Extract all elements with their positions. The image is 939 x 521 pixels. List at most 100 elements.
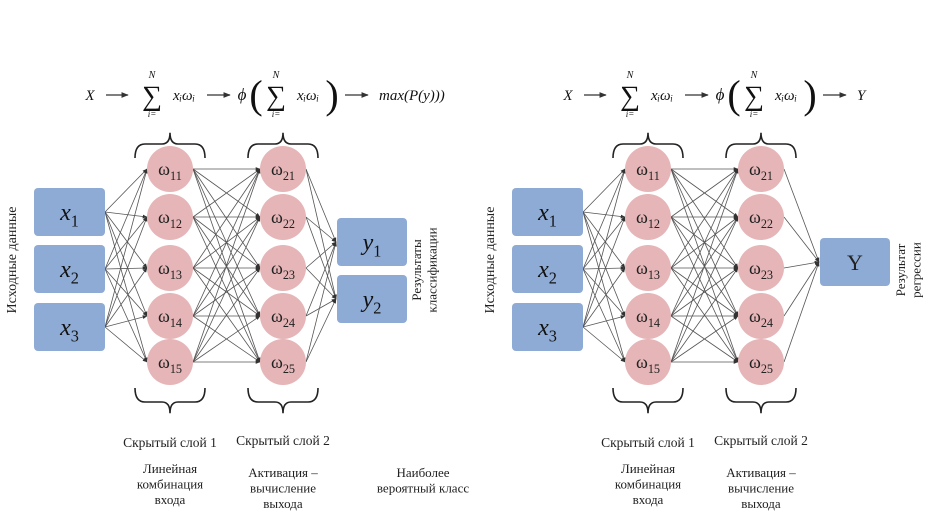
layer2-caption-line: вычисление (728, 481, 794, 496)
neuron-weight-label-subscript: 14 (170, 316, 182, 330)
output-box (337, 275, 407, 323)
neuron-weight-label-subscript: 14 (648, 316, 660, 330)
connection-arrow (582, 168, 626, 270)
formula-input: X (84, 88, 95, 104)
input-label-base: x (59, 200, 71, 226)
input-box (34, 245, 105, 293)
connection-arrow (192, 267, 261, 317)
neuron-weight-label-base: ω (636, 258, 648, 278)
neuron-circle (625, 245, 671, 291)
neuron-circle (738, 339, 784, 385)
connection-arrow (192, 168, 261, 269)
neuron-weight-label: ω21 (271, 159, 295, 183)
output-label-subscript: 2 (373, 299, 381, 318)
neuron-circle (625, 339, 671, 385)
formula-sum-term: xᵢωᵢ (650, 88, 673, 104)
neuron-weight-label: ω25 (749, 352, 773, 376)
input-box (512, 245, 583, 293)
neuron-weight-label-base: ω (271, 207, 283, 227)
output-label: Y (847, 250, 863, 275)
output-node: Y (820, 238, 890, 286)
connection-arrow (582, 267, 626, 328)
neuron-weight-label-subscript: 11 (170, 169, 182, 183)
input-node: x1 (34, 188, 105, 236)
output-axis-label-line: Результаты (409, 239, 424, 301)
connection-arrow (670, 267, 739, 363)
neuron-weight-label-subscript: 15 (170, 362, 182, 376)
neuron-weight-label-base: ω (636, 159, 648, 179)
neuron-weight-label-base: ω (636, 352, 648, 372)
connection-arrow (783, 261, 820, 317)
hidden2-neuron: ω22 (738, 194, 784, 240)
connection-arrow (783, 261, 820, 363)
neuron-weight-label-base: ω (158, 352, 170, 372)
connection-arrow (104, 326, 148, 363)
connection-arrow (192, 168, 261, 218)
hidden1-neuron: ω15 (625, 339, 671, 385)
output-label: y1 (361, 230, 382, 261)
hidden1-neuron: ω13 (625, 245, 671, 291)
input-node: x2 (34, 245, 105, 293)
neuron-weight-label-subscript: 21 (761, 169, 773, 183)
hidden1-neuron: ω12 (147, 194, 193, 240)
formula-sum-upper: N (750, 70, 759, 81)
neuron-weight-label: ω15 (636, 352, 660, 376)
connection-arrow (104, 266, 148, 271)
input-label-base: x (59, 257, 71, 283)
connection-arrow (192, 216, 261, 363)
brace-top-layer2 (725, 132, 797, 159)
connection-arrow (305, 241, 337, 269)
paren-left-icon: ( (727, 72, 740, 117)
neuron-weight-label-subscript: 24 (283, 316, 295, 330)
layer1-title: Скрытый слой 1 (601, 435, 695, 450)
formula-sum-term: xᵢωᵢ (774, 88, 797, 104)
input-label-subscript: 2 (71, 269, 79, 288)
connection-arrow (192, 267, 261, 363)
neuron-weight-label-subscript: 15 (648, 362, 660, 376)
input-label: x1 (59, 200, 79, 231)
output-axis-label-line: Результат (893, 243, 908, 296)
layer1-caption-line: Линейная (143, 461, 197, 476)
neuron-weight-label-base: ω (158, 207, 170, 227)
neuron-weight-label-base: ω (749, 258, 761, 278)
connection-arrow (582, 211, 626, 317)
neuron-weight-label-subscript: 25 (761, 362, 773, 376)
output-caption-line: Наиболее (396, 465, 449, 480)
input-label-subscript: 1 (549, 212, 557, 231)
neuron-weight-label: ω11 (158, 159, 182, 183)
connection-arrow (104, 268, 148, 363)
input-box (512, 303, 583, 351)
hidden1-neuron: ω12 (625, 194, 671, 240)
connection-arrow (582, 216, 626, 270)
neuron-weight-label-base: ω (749, 306, 761, 326)
layer1-caption-line: комбинация (137, 477, 203, 492)
connection-arrow (104, 315, 148, 328)
formula-input: X (562, 88, 573, 104)
connection-arrow (670, 168, 739, 218)
output-caption-line: вероятный класс (377, 481, 469, 496)
formula-sum-upper: N (626, 70, 635, 81)
neuron-weight-label-base: ω (158, 159, 170, 179)
neuron-circle (738, 293, 784, 339)
layer2-caption-line: вычисление (250, 481, 316, 496)
neuron-weight-label-base: ω (271, 306, 283, 326)
neuron-weight-label-base: ω (271, 258, 283, 278)
neuron-weight-label: ω23 (271, 258, 295, 282)
connection-arrow (670, 168, 739, 269)
paren-right-icon: ) (325, 72, 338, 117)
input-label-base: x (59, 315, 71, 341)
connection-arrow (192, 168, 261, 363)
neuron-weight-label: ω13 (636, 258, 660, 282)
neuron-circle (260, 293, 306, 339)
connection-arrow (783, 260, 820, 269)
formula-activation: ϕ (716, 85, 725, 104)
neuron-circle (738, 245, 784, 291)
connection-arrow (104, 267, 148, 328)
layer2-caption-line: выхода (741, 496, 781, 511)
neuron-circle (147, 339, 193, 385)
connection-arrow (582, 168, 626, 328)
connection-arrow (104, 168, 148, 213)
